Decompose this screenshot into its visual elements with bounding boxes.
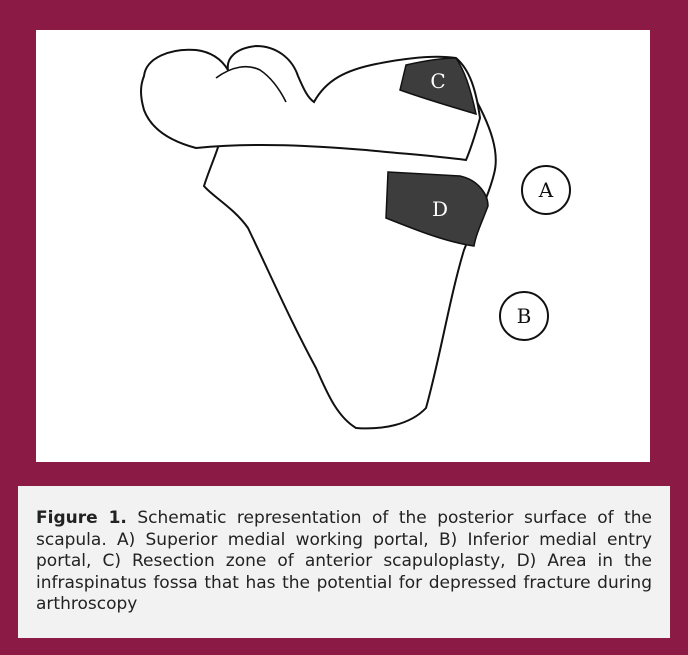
caption-text: Schematic representation of the posterio…: [36, 508, 652, 614]
zone-c-label: C: [430, 69, 445, 93]
portal-b-label: B: [517, 304, 532, 328]
zone-d-label: D: [432, 197, 448, 221]
caption-box: Figure 1. Schematic representation of th…: [18, 486, 670, 638]
caption-label: Figure 1.: [36, 508, 127, 528]
scapula-diagram: C D A B: [36, 30, 650, 462]
figure-panel: C D A B: [36, 30, 650, 462]
portal-a-label: A: [538, 178, 554, 202]
figure-caption: Figure 1. Schematic representation of th…: [36, 508, 652, 616]
